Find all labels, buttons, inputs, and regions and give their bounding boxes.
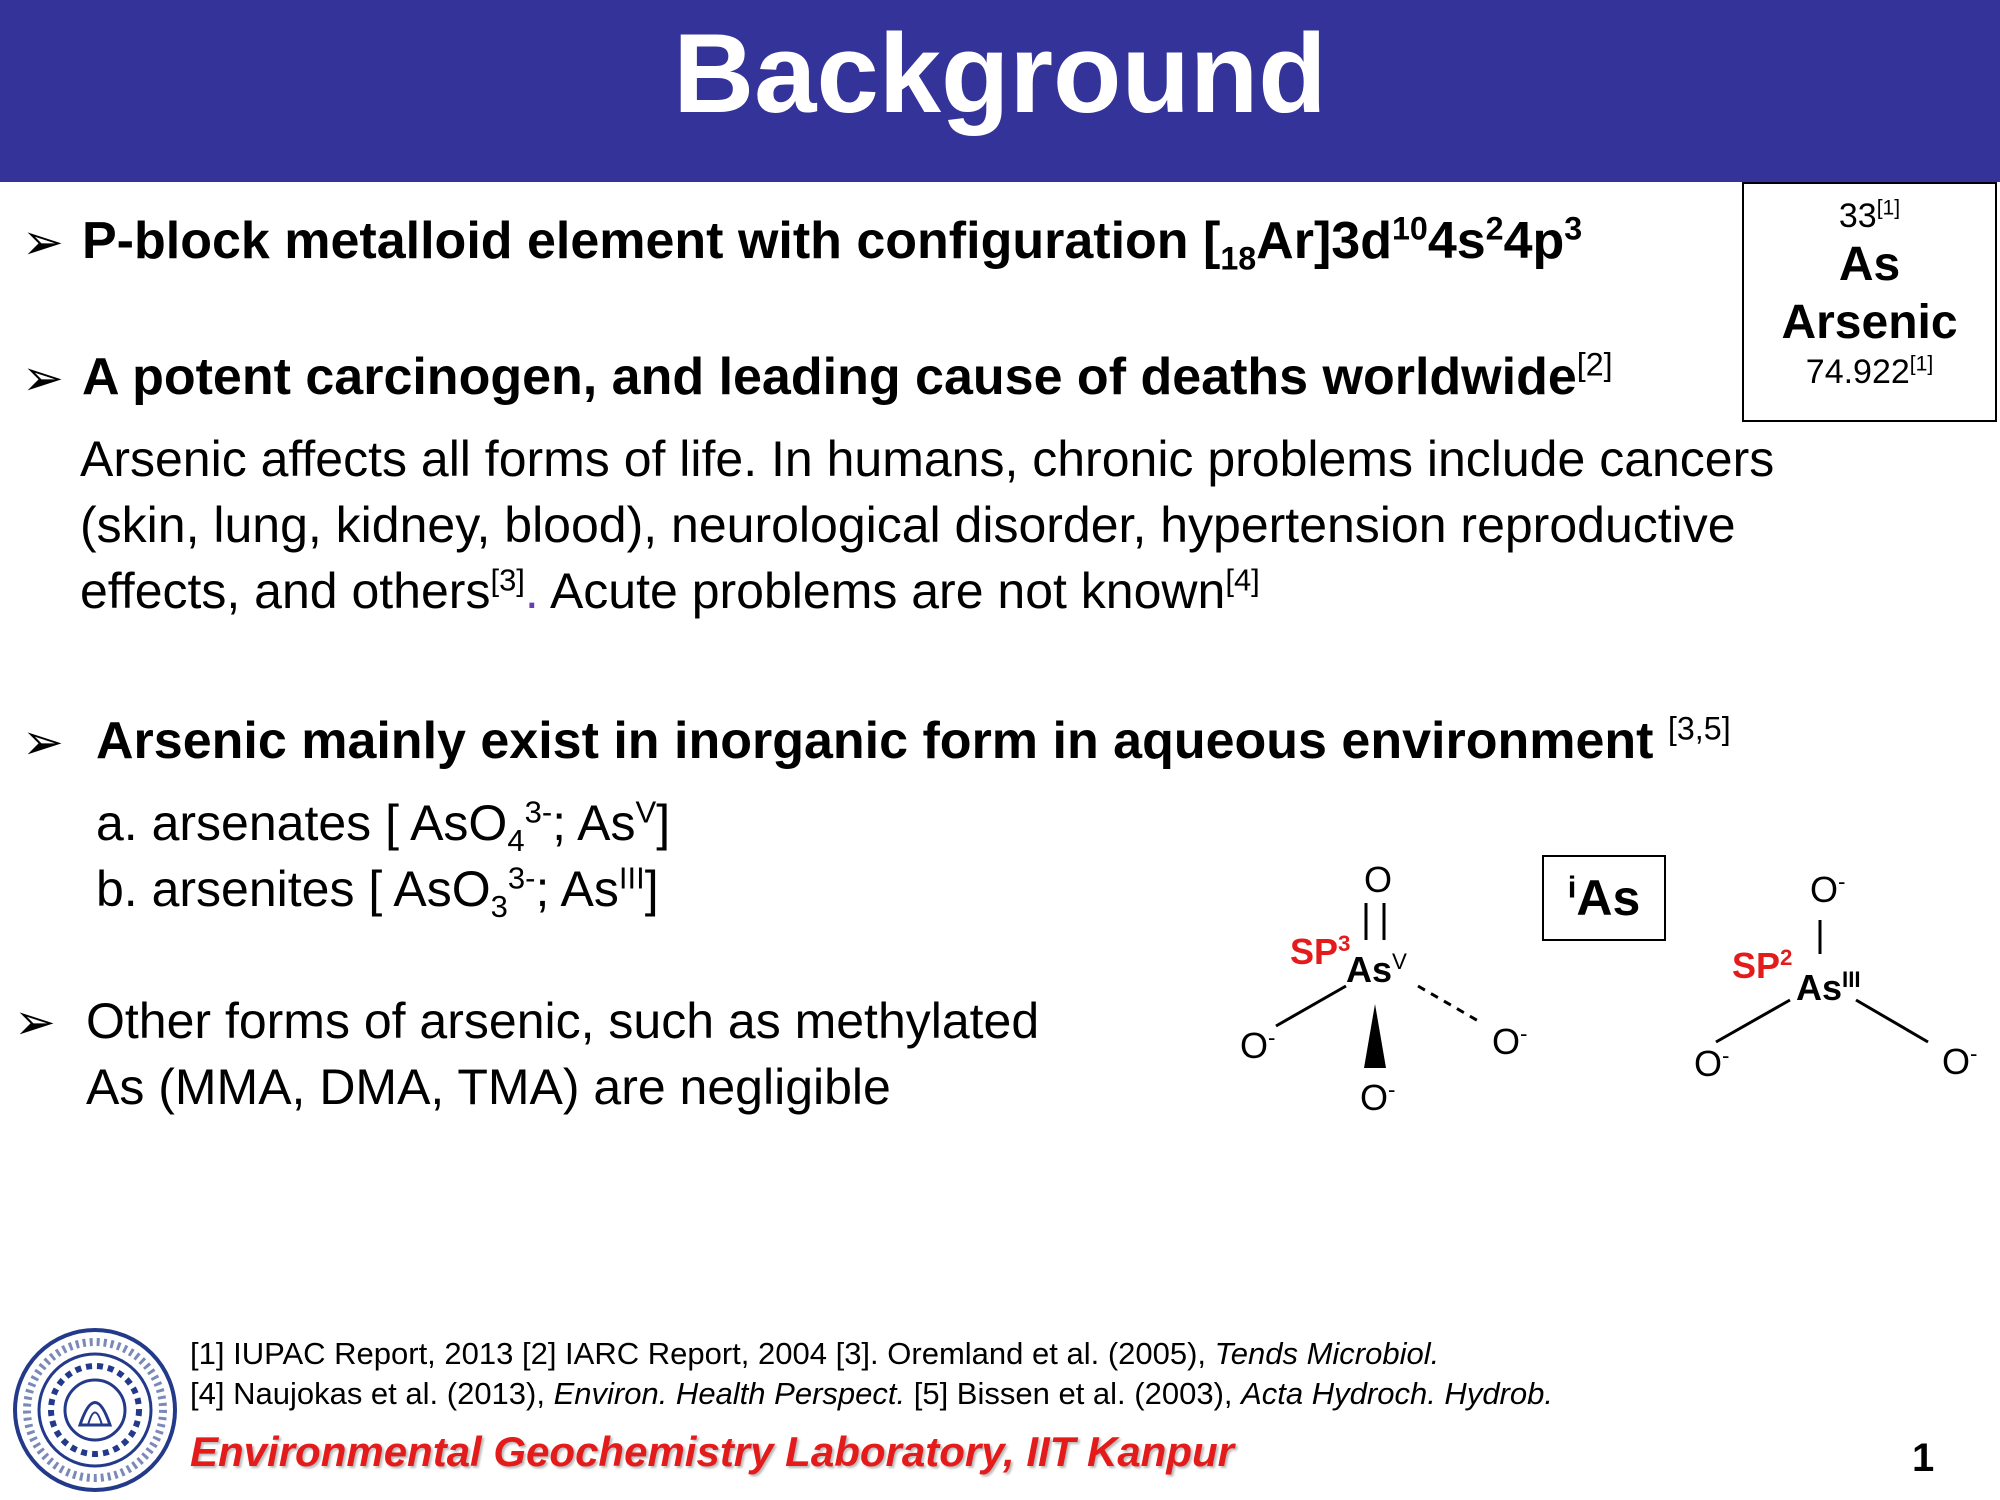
title-bar: [0, 0, 2000, 182]
arsenate-o-right: O-: [1492, 1021, 1528, 1062]
arsenite-hybridization: SP2: [1732, 945, 1793, 986]
bullet-arrow-icon: ➢: [22, 350, 64, 406]
arsenite-o-right: O-: [1942, 1041, 1978, 1082]
lab-name-footer: Environmental Geochemistry Laboratory, I…: [190, 1428, 1234, 1475]
arsenate-hybridization: SP3: [1290, 931, 1351, 972]
references-line-2: [4] Naujokas et al. (2013), Environ. Hea…: [190, 1376, 1553, 1411]
arsenate-o-top: O: [1364, 859, 1393, 900]
iit-kanpur-logo-icon: [13, 1328, 177, 1492]
bullet-inorganic-form: Arsenic mainly exist in inorganic form i…: [96, 710, 1731, 770]
element-card: 33[1] As Arsenic 74.922[1]: [1742, 182, 1997, 422]
bullet-arrow-icon: ➢: [22, 214, 64, 270]
page-number: 1: [1912, 1436, 1935, 1480]
references-line-1: [1] IUPAC Report, 2013 [2] IARC Report, …: [190, 1336, 1440, 1371]
arsenite-center: AsIII: [1796, 967, 1861, 1008]
health-effects-line-2: (skin, lung, kidney, blood), neurologica…: [80, 497, 1736, 553]
methylated-line-1: Other forms of arsenic, such as methylat…: [86, 993, 1040, 1049]
slide-title: Background: [673, 11, 1327, 136]
inorganic-arsenic-label: iAs: [1542, 855, 1666, 941]
element-symbol: As: [1838, 238, 1901, 291]
methylated-line-2: As (MMA, DMA, TMA) are negligible: [86, 1059, 891, 1115]
health-effects-line-1: Arsenic affects all forms of life. In hu…: [80, 431, 1775, 487]
bullet-carcinogen: A potent carcinogen, and leading cause o…: [82, 346, 1613, 406]
arsenate-center: AsV: [1346, 949, 1407, 990]
health-effects-line-3: effects, and others[3]. Acute problems a…: [80, 562, 1260, 619]
arsenates-line: a. arsenates [ AsO43-; AsV]: [96, 794, 671, 858]
arsenite-o-top: O-: [1810, 869, 1846, 910]
atomic-mass: 74.922[1]: [1805, 352, 1934, 391]
arsenite-o-left: O-: [1694, 1043, 1730, 1084]
bullet-configuration: P-block metalloid element with configura…: [82, 210, 1583, 277]
element-name: Arsenic: [1781, 296, 1958, 349]
arsenites-line: b. arsenites [ AsO33-; AsIII]: [96, 860, 659, 924]
arsenate-o-bottom: O-: [1360, 1077, 1396, 1118]
bullet-arrow-icon: ➢: [14, 994, 56, 1050]
arsenate-o-left: O-: [1240, 1025, 1276, 1066]
atomic-number: 33[1]: [1838, 196, 1901, 235]
bullet-arrow-icon: ➢: [22, 714, 64, 770]
